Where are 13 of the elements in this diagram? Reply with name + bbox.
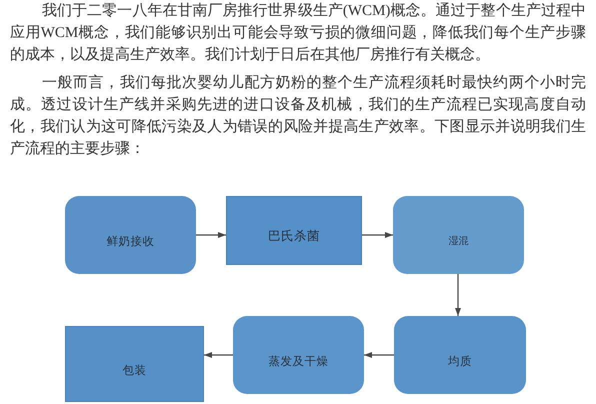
arrow — [204, 352, 233, 358]
arrow — [364, 352, 394, 358]
arrow — [455, 274, 461, 316]
step-box: 巴氏杀菌 — [226, 196, 362, 265]
rounded-step-box: 湿混 — [393, 196, 524, 274]
rounded-step-box: 均质 — [394, 316, 526, 394]
arrow — [362, 232, 393, 238]
paragraph: 一般而言，我们每批次婴幼儿配方奶粉的整个生产流程须耗时最快约两个小时完成。透过设计生产线并采购先进的进口设备及机械，我们的生产流程已实现高度自动化，我们认为这可降低污染及人为错误的风险并提高生产效率。下图显示并说明我们生产流程的主要步骤： — [10, 73, 586, 159]
arrow — [196, 232, 226, 238]
paragraph: 我们于二零一八年在甘南厂房推行世界级生产(WCM)概念。通过于整个生产过程中应用WCM概念，我们能够识别出可能会导致亏损的微细问题，降低我们每个生产步骤的成本，以及提高生产效率。我们计划于日后在其他厂房推行有关概念。 — [10, 1, 586, 65]
step-box: 包装 — [65, 326, 204, 402]
rounded-step-box: 鲜奶接收 — [65, 196, 196, 274]
rounded-step-box: 蒸发及干燥 — [233, 316, 364, 394]
